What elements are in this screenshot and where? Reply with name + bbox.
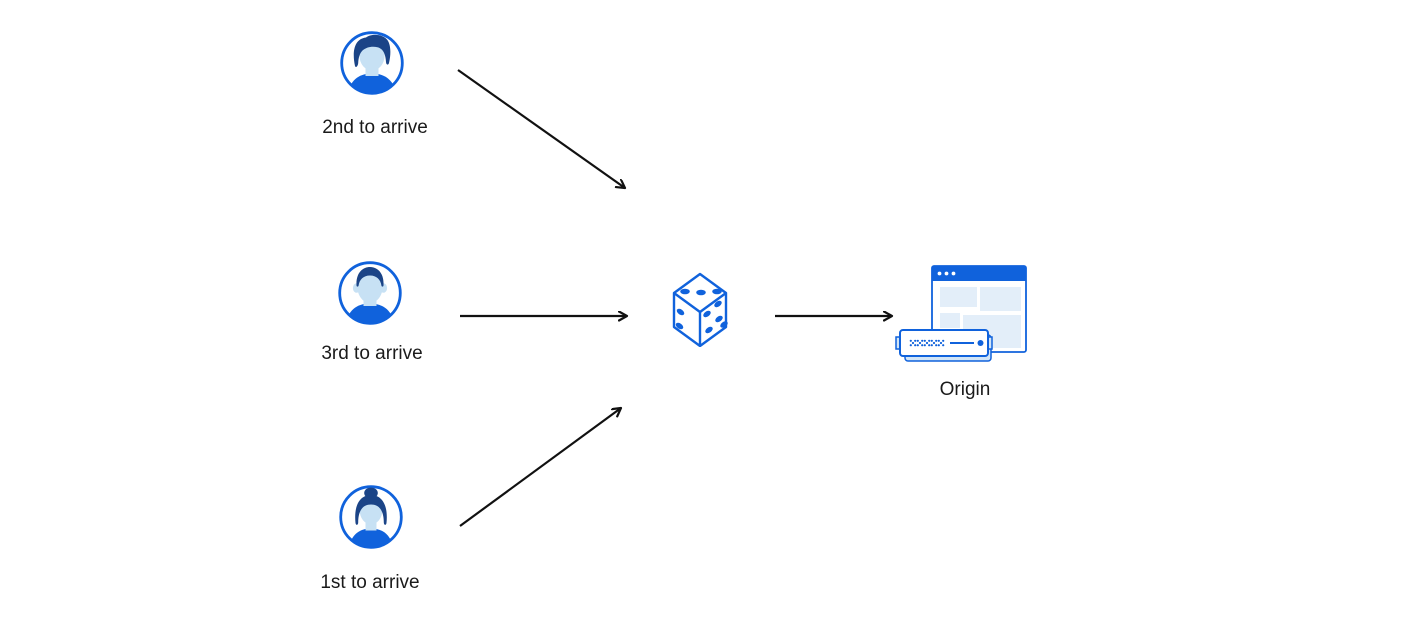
origin-server-icon	[895, 265, 1027, 362]
arrow-visitor-top-to-dice	[457, 69, 625, 188]
node-visitor-bottom	[338, 484, 404, 550]
user-avatar-male-short-hair-icon	[338, 261, 402, 325]
dice-icon	[672, 272, 728, 347]
node-visitor-top	[339, 30, 405, 96]
node-visitor-middle	[337, 260, 403, 326]
label-origin: Origin	[939, 379, 991, 400]
node-origin	[893, 258, 1033, 364]
user-avatar-male-swept-hair-icon	[340, 31, 404, 95]
label-visitor-bottom: 1st to arrive	[320, 572, 420, 593]
label-visitor-top: 2nd to arrive	[322, 117, 428, 138]
server-status-light	[977, 340, 984, 346]
server-dot-pattern	[909, 339, 945, 347]
arrow-visitor-bottom-to-dice	[459, 408, 621, 527]
label-visitor-middle: 3rd to arrive	[321, 343, 423, 364]
user-avatar-female-bun-icon	[339, 485, 403, 549]
node-random-selector	[670, 271, 730, 347]
